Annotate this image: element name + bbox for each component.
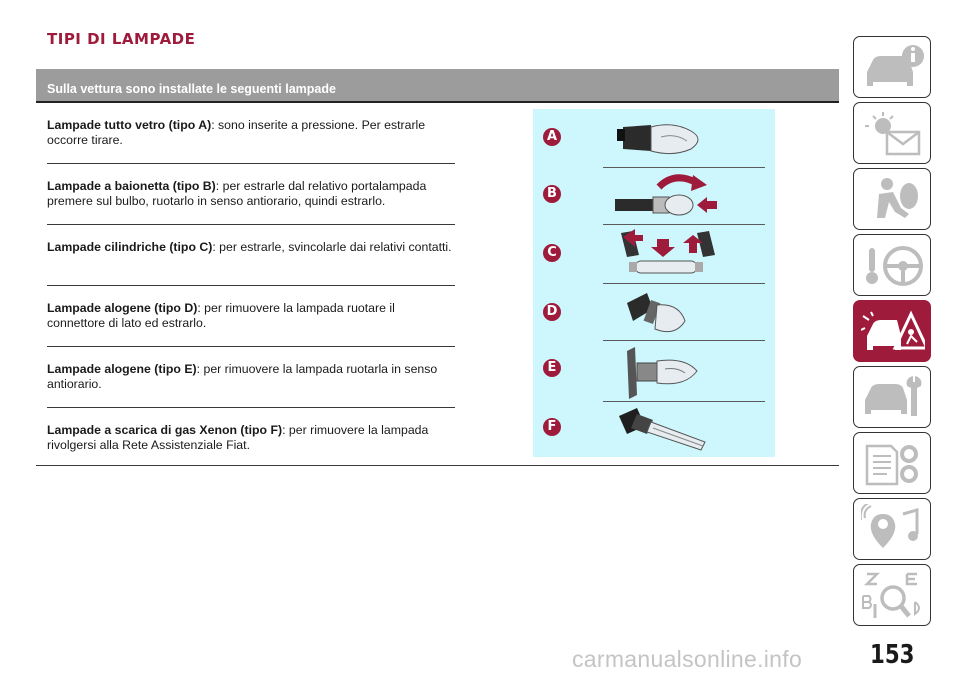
- lamp-type-name: Lampade cilindriche (tipo C): [47, 240, 213, 254]
- technical-data-icon: [865, 444, 918, 486]
- tab-technical-data[interactable]: [853, 432, 931, 494]
- section-title: TIPI DI LAMPADE: [47, 30, 196, 48]
- lamp-type-description: : per rimuovere la lampada rivolgersi al…: [47, 423, 429, 452]
- maintenance-car-icon: [865, 376, 922, 416]
- lamp-type-name: Lampade tutto vetro (tipo A): [47, 118, 212, 132]
- page-number: 153: [870, 640, 915, 670]
- bulb-halogen-e-icon: [627, 347, 698, 399]
- tab-starting-driving[interactable]: [853, 234, 931, 296]
- figure-divider: [603, 340, 765, 341]
- lamp-row-d: Lampade alogene (tipo D): per rimuovere …: [47, 286, 455, 347]
- index-icon: [862, 572, 920, 618]
- lamp-row-e: Lampade alogene (tipo E): per rimuovere …: [47, 347, 455, 408]
- bulb-halogen-d-icon: [627, 293, 686, 333]
- lamp-type-description: : per estrarle, svincolarle dai relativi…: [212, 240, 452, 254]
- tab-multimedia[interactable]: [853, 498, 931, 560]
- tab-car-info[interactable]: [853, 36, 931, 98]
- lamp-type-description: : per rimuovere la lampada ruotare il co…: [47, 301, 395, 330]
- figure-divider: [603, 167, 765, 168]
- tab-warning-lights[interactable]: [853, 102, 931, 164]
- table-bottom-rule: [36, 465, 839, 466]
- multimedia-icon: [861, 504, 919, 548]
- figure-label-c: C: [543, 244, 561, 262]
- figure-label-e: E: [543, 359, 561, 377]
- warning-lights-icon: [865, 112, 921, 156]
- figure-divider: [603, 401, 765, 402]
- lamp-type-description: : per estrarle dal relativo portalampada…: [47, 179, 427, 208]
- tab-maintenance[interactable]: [853, 366, 931, 428]
- lamp-row-b: Lampade a baionetta (tipo B): per estrar…: [47, 164, 455, 225]
- lamp-row-a: Lampade tutto vetro (tipo A): sono inser…: [47, 103, 455, 164]
- watermark: carmanualsonline.info: [572, 646, 803, 672]
- lamp-type-name: Lampade alogene (tipo D): [47, 301, 198, 315]
- lamp-row-c: Lampade cilindriche (tipo C): per estrar…: [47, 225, 455, 286]
- figure-label-a: A: [543, 128, 561, 146]
- figure-divider: [603, 224, 765, 225]
- lamp-row-f: Lampade a scarica di gas Xenon (tipo F):…: [47, 408, 455, 469]
- lamp-type-description: : per rimuovere la lampada ruotarla in s…: [47, 362, 438, 391]
- safety-airbag-icon: [877, 178, 918, 218]
- bulb-bayonet-icon: [615, 174, 717, 216]
- figure-label-d: D: [543, 303, 561, 321]
- figure-label-f: F: [543, 418, 561, 436]
- bulb-all-glass-icon: [617, 124, 699, 155]
- lamp-types-list: Lampade tutto vetro (tipo A): sono inser…: [47, 103, 455, 469]
- figure-divider: [603, 283, 765, 284]
- tab-emergency[interactable]: [853, 300, 931, 362]
- car-info-icon: [867, 45, 924, 86]
- lamp-types-figure: A B C D E: [533, 109, 775, 457]
- emergency-car-icon: [861, 310, 925, 350]
- tab-index[interactable]: [853, 564, 931, 626]
- steering-key-icon: [866, 246, 923, 286]
- bulb-cylindrical-icon: [621, 229, 715, 274]
- figure-label-b: B: [543, 185, 561, 203]
- table-header-text: Sulla vettura sono installate le seguent…: [47, 82, 336, 96]
- bulb-xenon-icon: [619, 408, 706, 451]
- lamp-type-name: Lampade a baionetta (tipo B): [47, 179, 216, 193]
- lamp-type-name: Lampade a scarica di gas Xenon (tipo F): [47, 423, 283, 437]
- lamp-type-name: Lampade alogene (tipo E): [47, 362, 197, 376]
- lamp-type-description: : sono inserite a pressione. Per estrarl…: [47, 118, 426, 147]
- table-header: Sulla vettura sono installate le seguent…: [36, 69, 839, 103]
- tab-safety[interactable]: [853, 168, 931, 230]
